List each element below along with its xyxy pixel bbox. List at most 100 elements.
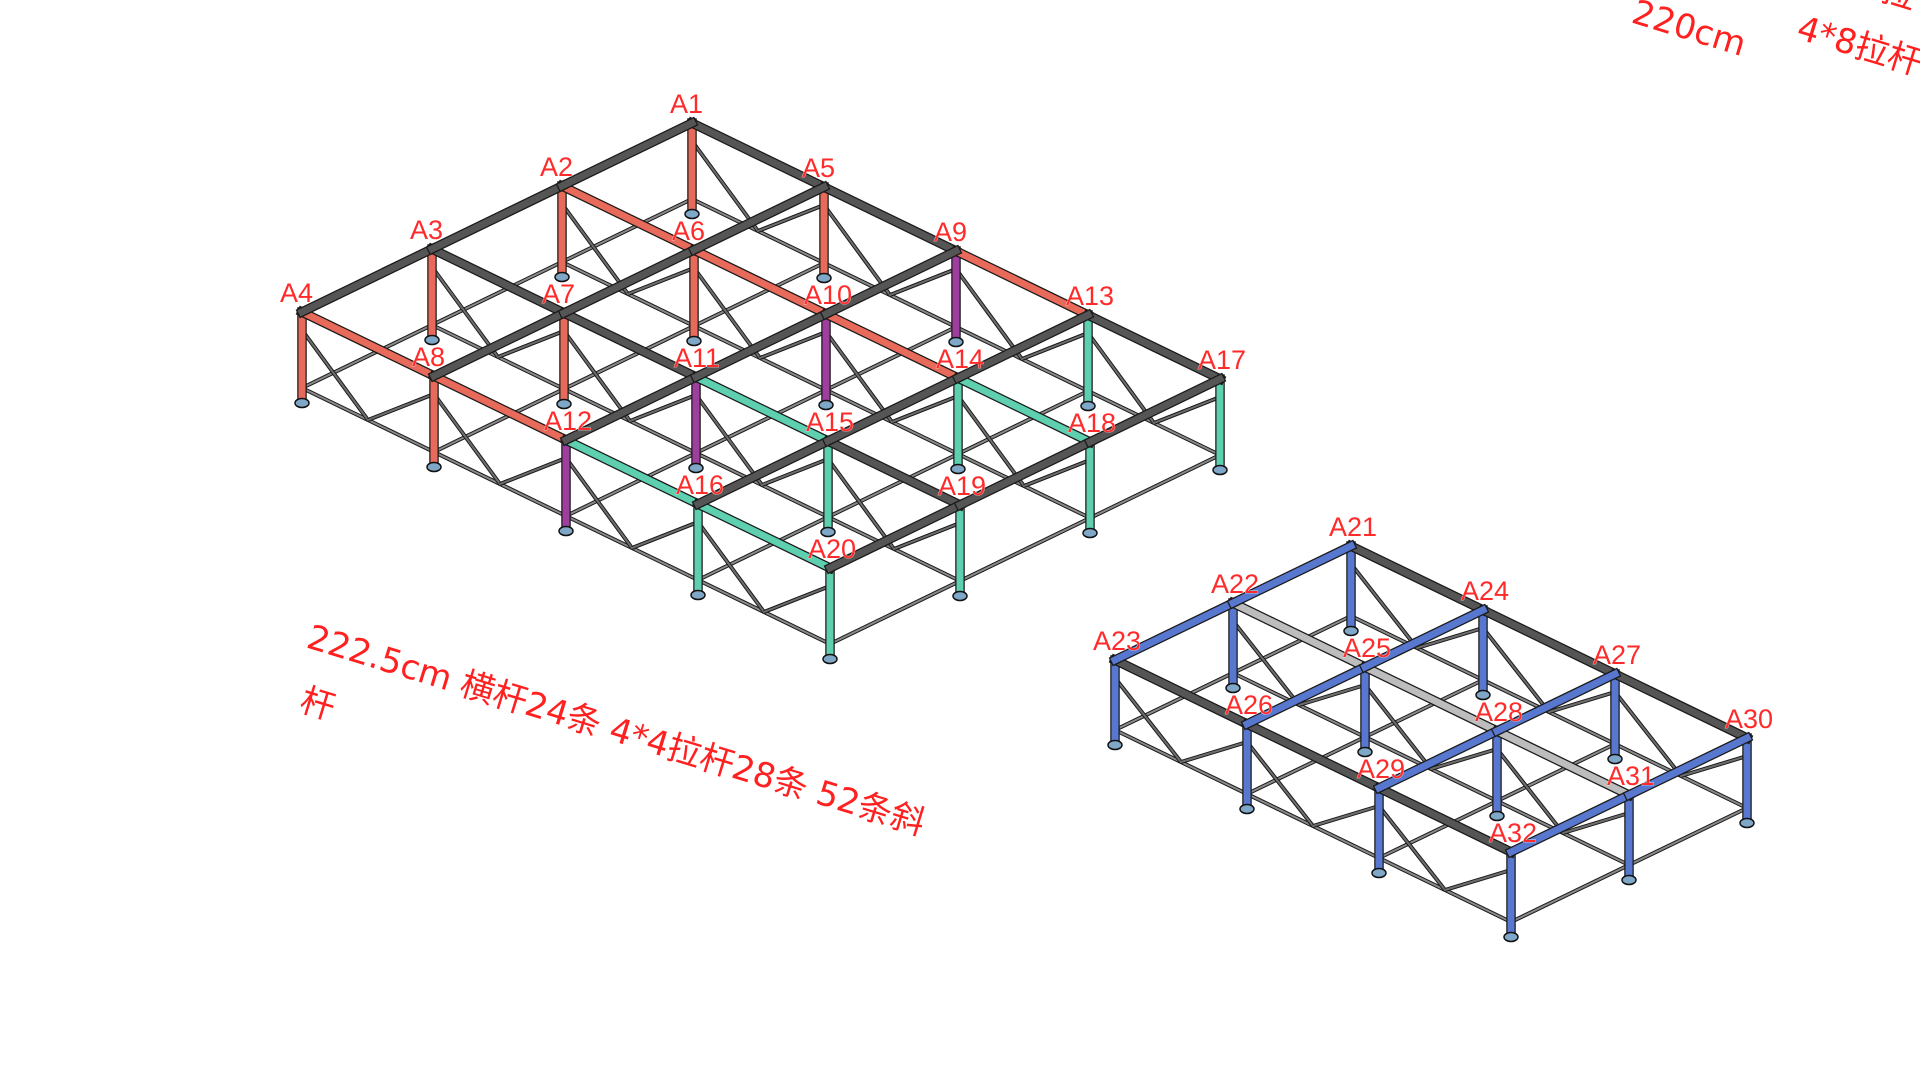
- corner-note-a: 220cm: [1627, 0, 1750, 65]
- big-stage-diag-b-0-1: [497, 330, 565, 358]
- big-stage-label-A12: A12: [544, 406, 592, 436]
- big-stage-foot-4-3: [1212, 464, 1228, 476]
- big-stage-foot-0-3: [684, 208, 700, 220]
- small-stage-label-A21: A21: [1329, 512, 1377, 542]
- big-stage-top-beam-col0-r0: [297, 244, 437, 317]
- small-stage-top-beam-c2-r1: [1492, 726, 1634, 800]
- small-stage-diag-b-2-0: [1444, 869, 1512, 891]
- small-stage-foot-2-1: [1489, 810, 1505, 822]
- small-stage-top-beam-c1-r1: [1360, 662, 1502, 736]
- small-stage-foot-1-0: [1239, 803, 1255, 815]
- big-stage-diag-a-2-1: [695, 394, 763, 486]
- small-stage-foot-2-0: [1371, 867, 1387, 879]
- big-stage-top-beam-col0-r1: [427, 181, 567, 254]
- big-stage-label-A19: A19: [938, 471, 986, 501]
- big-stage-diag-b-1-2: [759, 331, 827, 359]
- note-line-1: 222.5cm 横杆24条 4*4拉杆28条 52条斜: [302, 617, 929, 843]
- big-stage-top-beam-c0-r2: [557, 181, 699, 255]
- big-stage-diag-a-0-1: [431, 266, 499, 358]
- big-stage-diag-b-0-2: [627, 267, 695, 295]
- small-stage-diag-a-0-1: [1232, 620, 1300, 706]
- big-stage-diag-b-3-1: [893, 522, 961, 550]
- big-stage-diag-a-0-3: [691, 140, 759, 232]
- small-stage-diag-a-1-1: [1364, 684, 1432, 770]
- big-stage-foot-3-2: [950, 463, 966, 475]
- small-stage-diag-b-0-2: [1416, 627, 1484, 649]
- big-stage-label-A18: A18: [1068, 408, 1116, 438]
- big-stage-diag-a-1-3: [823, 204, 891, 296]
- small-stage-top-beam-c0-r2: [1346, 541, 1488, 615]
- big-stage-diag-b-3-0: [763, 585, 831, 613]
- big-stage-diag-a-0-2: [561, 203, 629, 295]
- big-stage-foot-4-1: [952, 590, 968, 602]
- big-stage-label-A5: A5: [802, 153, 835, 183]
- big-stage-top-beam-col2-r2: [821, 246, 961, 319]
- big-stage-diag-b-0-3: [757, 204, 825, 232]
- big-stage-foot-0-0: [294, 397, 310, 409]
- frame-structures: [294, 116, 1755, 943]
- big-stage-top-beam-col1-r2: [689, 182, 829, 255]
- big-stage-diag-b-1-3: [889, 268, 957, 296]
- small-stage-top-beam-c2-r0: [1374, 783, 1516, 857]
- big-stage-lower-brace-col-3: [697, 390, 1089, 581]
- big-stage-label-A9: A9: [934, 217, 967, 247]
- big-stage-diag-b-3-3: [1153, 396, 1221, 424]
- big-stage-foot-3-1: [820, 526, 836, 538]
- big-stage-label-A1: A1: [670, 89, 703, 119]
- big-stage-diag-a-0-0: [301, 329, 369, 421]
- big-stage-top-beam-c1-r2: [689, 245, 831, 319]
- corner-note-rod-2: 4*4拉: [1819, 0, 1920, 18]
- small-stage-diag-b-1-1: [1430, 748, 1498, 770]
- big-stage-top-beam-c1-r3: [819, 182, 961, 256]
- big-stage-diag-b-1-1: [629, 394, 697, 422]
- big-stage-diag-a-1-0: [433, 393, 501, 485]
- small-stage-label-A30: A30: [1725, 704, 1773, 734]
- big-stage-diag-a-2-3: [955, 268, 1023, 360]
- big-stage-foot-2-3: [948, 336, 964, 348]
- big-stage-top-beam-c1-r1: [559, 308, 701, 382]
- small-stage-foot-2-2: [1607, 753, 1623, 765]
- big-stage-label-A13: A13: [1066, 281, 1114, 311]
- big-stage-top-beam-col2-r0: [561, 372, 701, 445]
- big-stage-lower-brace-col-4: [829, 454, 1221, 645]
- small-stage-label-A25: A25: [1343, 633, 1391, 663]
- small-stage-top-beam-col1-r0: [1242, 662, 1370, 729]
- big-stage-lower-brace-col-1: [433, 262, 825, 453]
- big-stage-foot-0-1: [424, 334, 440, 346]
- corner-note-rod: 4*8拉杆: [1792, 8, 1920, 84]
- big-stage-lower-brace-col-0: [301, 198, 693, 389]
- big-stage-foot-1-3: [816, 272, 832, 284]
- small-stage-top-beam-col3-r1: [1624, 733, 1752, 800]
- big-stage-top-beam-col1-r1: [559, 245, 699, 318]
- small-stage-top-beam-c1-r0: [1242, 719, 1384, 793]
- small-stage-diag-a-2-2: [1614, 691, 1682, 777]
- small-stage-foot-0-2: [1343, 625, 1359, 637]
- big-stage-label-A6: A6: [672, 216, 705, 246]
- big-stage-label-A17: A17: [1198, 345, 1246, 375]
- small-stage-top-beam-col3-r0: [1506, 790, 1634, 857]
- big-stage-label-A8: A8: [412, 342, 445, 372]
- big-stage-diag-b-2-1: [761, 458, 829, 486]
- big-stage-foot-2-0: [558, 525, 574, 537]
- small-stage-top-beam-col1-r1: [1360, 605, 1488, 672]
- big-stage-top-beam-c2-r1: [691, 372, 833, 446]
- corner-note-c: 4*4拉: [1819, 0, 1920, 18]
- big-stage-label-A16: A16: [676, 470, 724, 500]
- small-stage-label-A32: A32: [1489, 818, 1537, 848]
- big-stage-foot-2-1: [688, 462, 704, 474]
- big-stage-foot-3-3: [1080, 400, 1096, 412]
- small-stage-label-A22: A22: [1211, 569, 1259, 599]
- big-stage-top-beam-col4-r1: [955, 437, 1095, 510]
- small-stage-foot-3-1: [1621, 874, 1637, 886]
- big-stage-diag-b-0-0: [367, 393, 435, 421]
- corner-note-size: 220cm: [1627, 0, 1750, 65]
- big-stage-foot-2-2: [818, 399, 834, 411]
- big-stage-diag-a-3-3: [1087, 332, 1155, 424]
- big-stage-top-beam-col0-r2: [557, 118, 697, 191]
- big-stage-diag-b-2-2: [891, 395, 959, 423]
- small-stage-top-beam-col2-r1: [1492, 669, 1620, 736]
- small-stage-foot-0-0: [1107, 739, 1123, 751]
- big-stage-diag-a-3-0: [697, 521, 765, 613]
- small-stage-diag-b-1-2: [1548, 691, 1616, 713]
- big-stage-foot-1-2: [686, 335, 702, 347]
